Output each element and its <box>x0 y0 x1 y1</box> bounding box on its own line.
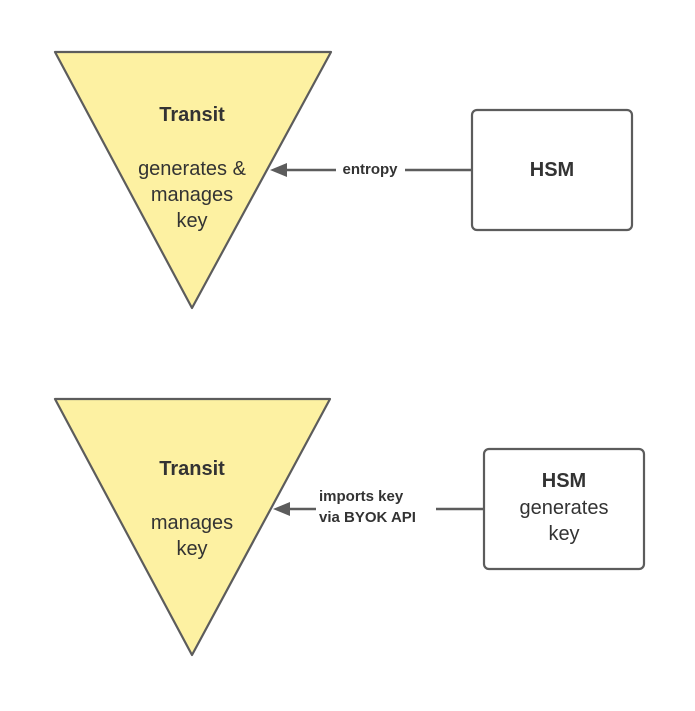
hsm-label-2: HSM <box>542 470 586 492</box>
entropy-label-bg <box>336 158 405 180</box>
entropy-arrowhead <box>270 163 287 177</box>
transit-triangle-2[interactable] <box>53 397 332 657</box>
transit-desc-line-1-1: generates & <box>138 158 247 180</box>
hsm-desc-line-2-1: generates <box>520 497 609 519</box>
transit-desc-line-2-2: key <box>176 538 207 560</box>
transit-title-2: Transit <box>159 458 225 480</box>
entropy-label: entropy <box>342 161 398 178</box>
hsm-desc-line-2-2: key <box>548 523 579 545</box>
byok-arrow: imports key via BYOK API <box>273 484 484 528</box>
hsm-label-1: HSM <box>530 159 574 181</box>
byok-label-line-2: via BYOK API <box>319 509 416 526</box>
transit-triangle-1[interactable] <box>53 50 333 310</box>
byok-label-line-1: imports key <box>319 488 404 505</box>
scenario-1: Transit generates & manages key HSM entr… <box>53 50 634 310</box>
scenario-2: Transit manages key HSM generates key im… <box>53 397 646 657</box>
byok-label-bg <box>316 484 436 528</box>
transit-desc-line-1-3: key <box>176 210 207 232</box>
transit-desc-line-1-2: manages <box>151 184 233 206</box>
byok-arrowhead <box>273 502 290 516</box>
transit-title-1: Transit <box>159 104 225 126</box>
transit-desc-line-2-1: manages <box>151 512 233 534</box>
entropy-arrow: entropy <box>270 158 472 180</box>
